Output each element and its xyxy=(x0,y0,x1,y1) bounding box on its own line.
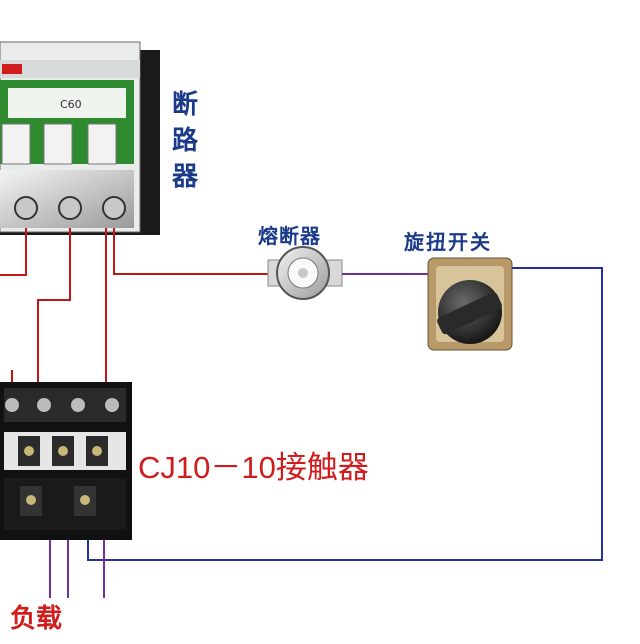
fuse-center xyxy=(298,268,308,278)
contactor-contact-screw-3 xyxy=(92,446,102,456)
breaker-toggle-3 xyxy=(87,123,117,165)
contactor-screw-1 xyxy=(5,398,19,412)
contactor-contact-screw-1 xyxy=(24,446,34,456)
breaker-logo xyxy=(2,64,22,74)
load-label: 负载 xyxy=(10,604,63,634)
fuse xyxy=(267,246,343,300)
load-wires xyxy=(49,540,105,598)
breaker-label-char-1: 断 xyxy=(172,90,199,120)
breaker-marking: C60 xyxy=(60,98,82,111)
breaker-label-char-2: 路 xyxy=(172,126,199,156)
contactor xyxy=(0,382,132,540)
contactor-bottom-screw-1 xyxy=(26,495,36,505)
circuit-breaker: C60 xyxy=(0,41,160,235)
wire-red-phase-2 xyxy=(37,228,71,395)
breaker-terminal-screw-2 xyxy=(58,196,82,220)
red-wires xyxy=(0,228,278,395)
breaker-marking-panel xyxy=(8,88,126,118)
fuse-label: 熔断器 xyxy=(258,224,321,248)
breaker-label-char-3: 器 xyxy=(172,162,199,192)
contactor-contact-screw-2 xyxy=(58,446,68,456)
wire-red-to-fuse xyxy=(113,228,278,275)
breaker-terminal-screw-1 xyxy=(14,196,38,220)
wire-red-phase-1 xyxy=(0,228,27,276)
breaker-terminal-screw-3 xyxy=(102,196,126,220)
contactor-screw-2 xyxy=(37,398,51,412)
contactor-label: CJ10－10接触器 xyxy=(138,450,369,485)
contactor-screw-4 xyxy=(105,398,119,412)
breaker-toggle-2 xyxy=(43,123,73,165)
rotary-switch xyxy=(427,257,513,351)
contactor-bottom-screw-2 xyxy=(80,495,90,505)
breaker-top-band xyxy=(0,60,140,78)
contactor-screw-3 xyxy=(71,398,85,412)
switch-handle xyxy=(437,292,502,335)
rotary-switch-label: 旋扭开关 xyxy=(404,230,492,254)
wire-blue-return xyxy=(87,267,603,561)
breaker-toggle-1 xyxy=(1,123,31,165)
